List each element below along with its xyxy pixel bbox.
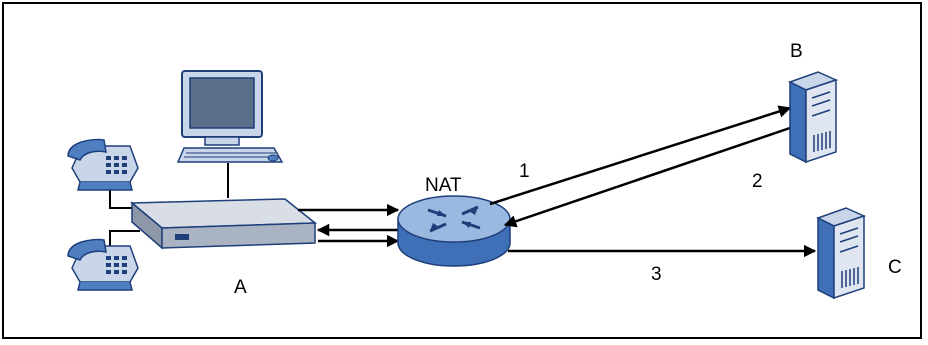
computer-icon [176,70,284,163]
server-icon [788,71,839,164]
telephone-icon [67,238,139,291]
arrow-2-label: 2 [752,171,763,192]
host-b-label: B [790,41,803,62]
arrow-1-label: 1 [519,161,530,182]
host-c-label: C [888,257,902,278]
server-icon [816,207,867,300]
router-icon [397,195,511,267]
lan-arrows [298,203,400,248]
nat-label: NAT [425,175,462,196]
telephone-icon [67,138,139,191]
diagram-frame [2,2,922,339]
arrow-3-label: 3 [651,264,662,285]
wan-arrows [489,105,817,258]
switch-icon [129,198,318,250]
host-a-label: A [234,277,247,298]
